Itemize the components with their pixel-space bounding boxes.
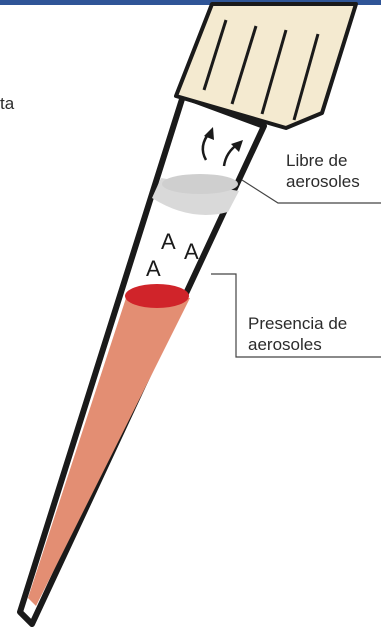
- arrowhead-icon: [231, 140, 243, 152]
- aerosol-symbol: A: [146, 256, 161, 281]
- cap-rib: [202, 19, 228, 91]
- label-aerosol-free: Libre de aerosoles: [286, 150, 360, 192]
- cap-rib: [230, 25, 258, 105]
- filter-disc-top: [162, 174, 238, 194]
- liquid-body: [28, 298, 190, 606]
- cut-off-text: ta: [0, 94, 15, 113]
- label-aerosol-free-line2: aerosoles: [286, 172, 360, 191]
- label-aerosol-present-line1: Presencia de: [248, 314, 348, 333]
- arrowhead-icon: [204, 127, 214, 140]
- top-bar: [0, 0, 381, 5]
- leader-line-present: [211, 273, 381, 358]
- label-aerosol-free-line1: Libre de: [286, 151, 348, 170]
- cap-rib: [260, 29, 288, 115]
- aerosol-symbol: A: [184, 239, 199, 264]
- aerosol-symbol: A: [161, 229, 176, 254]
- cap-rib: [292, 33, 320, 121]
- liquid-surface: [125, 284, 189, 308]
- label-aerosol-present-line2: aerosoles: [248, 335, 322, 354]
- label-aerosol-present: Presencia de aerosoles: [248, 313, 347, 355]
- leader-line-free: [241, 179, 381, 204]
